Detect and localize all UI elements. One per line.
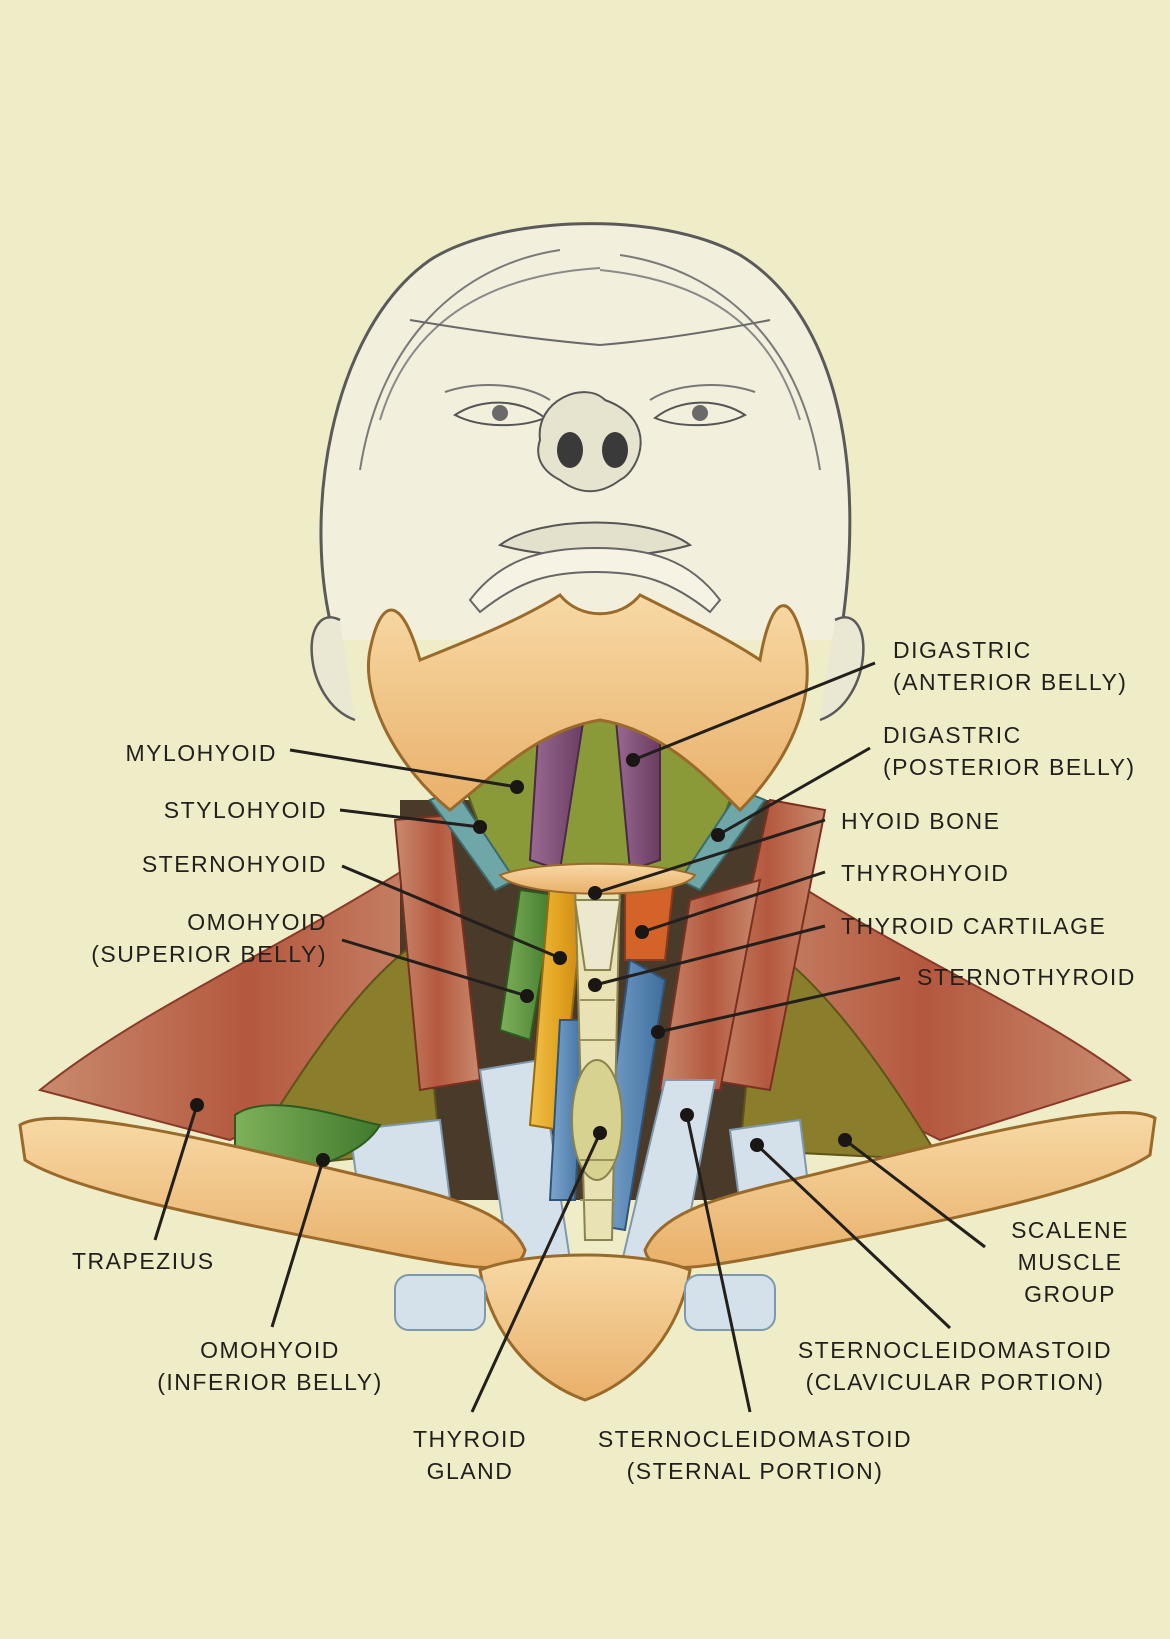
label-mylohyoid-text: MYLOHYOID: [125, 740, 277, 766]
label-scm-sternal-line2: (STERNAL PORTION): [626, 1458, 884, 1484]
suprahyoid-muscles: [428, 703, 767, 895]
label-scalene-line2: MUSCLE: [1017, 1249, 1123, 1275]
leader-omohyoid-inferior: [270, 1159, 325, 1328]
leader-stylohyoid: [339, 808, 481, 829]
clavicles-sternum: [18, 1111, 1157, 1402]
leader-scm-sternal: [685, 1114, 752, 1413]
label-thyroid-gland-line1: THYROID: [413, 1426, 527, 1452]
label-thyroid-cartilage: THYROID CARTILAGE: [841, 910, 1106, 942]
label-omohyoid-inferior: OMOHYOID (INFERIOR BELLY): [140, 1334, 400, 1398]
label-scalene-line1: SCALENE: [1011, 1217, 1129, 1243]
label-omohyoid-inferior-line2: (INFERIOR BELLY): [157, 1369, 383, 1395]
leader-dots: [190, 753, 852, 1167]
label-digastric-anterior-line1: DIGASTRIC: [893, 637, 1032, 663]
label-hyoid-bone: HYOID BONE: [841, 805, 1000, 837]
leader-thyroid-gland: [470, 1132, 602, 1413]
label-scalene-line3: GROUP: [1024, 1281, 1116, 1307]
leader-hyoid-bone: [594, 818, 826, 895]
label-thyroid-gland-line2: GLAND: [426, 1458, 514, 1484]
leader-omohyoid-superior: [341, 938, 528, 998]
mandible: [367, 593, 809, 813]
leader-sternothyroid: [657, 976, 901, 1034]
label-thyrohyoid-text: THYROHYOID: [841, 860, 1010, 886]
leader-trapezius: [153, 1104, 199, 1241]
head-sketch: [310, 222, 865, 722]
leader-scm-clavicular: [755, 1143, 952, 1330]
label-scm-clavicular: STERNOCLEIDOMASTOID (CLAVICULAR PORTION): [770, 1334, 1140, 1398]
leader-lines: [153, 661, 986, 1413]
label-digastric-posterior-line2: (POSTERIOR BELLY): [883, 754, 1136, 780]
leader-digastric-posterior: [717, 746, 871, 837]
label-digastric-posterior-line1: DIGASTRIC: [883, 722, 1022, 748]
label-sternothyroid-text: STERNOTHYROID: [917, 964, 1136, 990]
leader-thyroid-cartilage: [594, 924, 826, 987]
label-scm-clavicular-line1: STERNOCLEIDOMASTOID: [797, 1337, 1113, 1363]
label-omohyoid-superior: OMOHYOID (SUPERIOR BELLY): [91, 906, 327, 970]
label-omohyoid-superior-line2: (SUPERIOR BELLY): [91, 941, 327, 967]
leader-scalene: [844, 1138, 986, 1249]
label-mylohyoid: MYLOHYOID: [125, 737, 277, 769]
label-scm-sternal-line1: STERNOCLEIDOMASTOID: [597, 1426, 913, 1452]
label-thyroid-cartilage-text: THYROID CARTILAGE: [841, 913, 1107, 939]
label-sternohyoid: STERNOHYOID: [142, 848, 327, 880]
label-digastric-anterior: DIGASTRIC (ANTERIOR BELLY): [893, 634, 1127, 698]
label-omohyoid-inferior-line1: OMOHYOID: [200, 1337, 340, 1363]
label-trapezius-text: TRAPEZIUS: [72, 1248, 215, 1274]
label-trapezius: TRAPEZIUS: [72, 1245, 215, 1277]
label-stylohyoid: STYLOHYOID: [164, 794, 327, 826]
leader-sternohyoid: [341, 864, 561, 960]
label-thyroid-gland: THYROID GLAND: [390, 1423, 550, 1487]
label-sternothyroid: STERNOTHYROID: [917, 961, 1136, 993]
label-scalene: SCALENE MUSCLE GROUP: [990, 1214, 1150, 1310]
label-scm-sternal: STERNOCLEIDOMASTOID (STERNAL PORTION): [570, 1423, 940, 1487]
label-scm-clavicular-line2: (CLAVICULAR PORTION): [805, 1369, 1105, 1395]
leader-digastric-anterior: [632, 661, 876, 762]
label-digastric-posterior: DIGASTRIC (POSTERIOR BELLY): [883, 719, 1136, 783]
label-sternohyoid-text: STERNOHYOID: [141, 851, 327, 877]
label-stylohyoid-text: STYLOHYOID: [163, 797, 327, 823]
label-hyoid-bone-text: HYOID BONE: [841, 808, 1001, 834]
leader-thyrohyoid: [641, 870, 826, 934]
leader-mylohyoid: [289, 748, 518, 789]
label-omohyoid-superior-line1: OMOHYOID: [187, 909, 327, 935]
neck-muscle-mass: [37, 798, 1133, 1272]
label-digastric-anterior-line2: (ANTERIOR BELLY): [893, 669, 1128, 695]
label-thyrohyoid: THYROHYOID: [841, 857, 1009, 889]
